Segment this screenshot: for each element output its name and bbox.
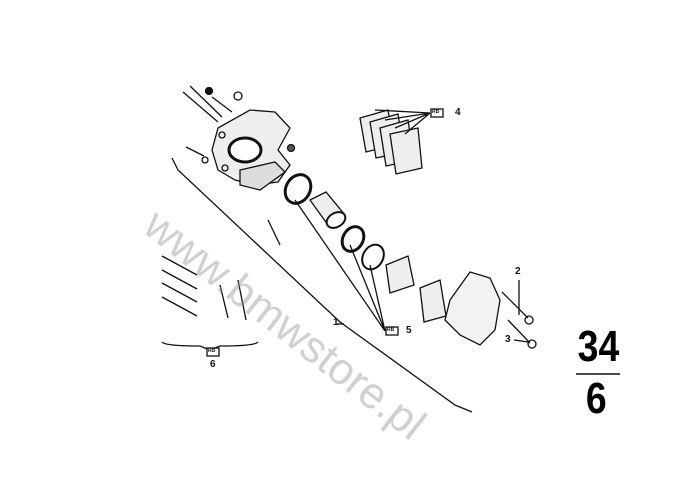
ring — [361, 243, 385, 271]
kit-badge-4-text: RB — [432, 109, 440, 115]
bolt-2 — [501, 291, 529, 319]
bleed-screw — [211, 96, 233, 113]
bolt-3-head — [527, 339, 537, 349]
caliper-housing — [211, 109, 291, 191]
callout-3: 3 — [505, 334, 511, 345]
kit-badge-5 — [385, 326, 399, 336]
leader-4 — [374, 109, 431, 135]
assembly-leader-line — [171, 157, 473, 413]
page-group: 34 — [577, 322, 620, 371]
nut-right — [286, 143, 296, 153]
bolt-left — [185, 146, 205, 157]
kit-badge-5-text: RB — [387, 327, 395, 333]
bleed-cap — [204, 86, 214, 96]
bolt-3 — [507, 319, 531, 344]
callout-6: 6 — [210, 359, 216, 370]
callout-2: 2 — [515, 266, 521, 277]
page-number: 6 — [585, 374, 607, 423]
leader-5 — [294, 199, 386, 332]
kit-badge-6 — [206, 347, 220, 357]
piston-seal — [340, 225, 366, 253]
bolt-2-head — [524, 315, 534, 325]
callout-5: 5 — [406, 325, 412, 336]
dust-seal — [283, 173, 313, 205]
caliper-half — [444, 271, 501, 346]
brake-pad-1 — [385, 255, 415, 294]
piston — [309, 191, 347, 229]
washer-left — [201, 156, 209, 164]
kit-badge-6-text: RB — [208, 348, 216, 354]
kit-badge-4 — [430, 108, 444, 118]
nut-top — [233, 91, 243, 101]
guide-pin-top — [182, 85, 223, 123]
leader-3 — [513, 339, 529, 343]
guide-pins-set — [161, 219, 281, 321]
callout-1: 1 — [333, 317, 339, 328]
callout-4: 4 — [455, 107, 461, 118]
brake-pad-2 — [419, 279, 447, 323]
